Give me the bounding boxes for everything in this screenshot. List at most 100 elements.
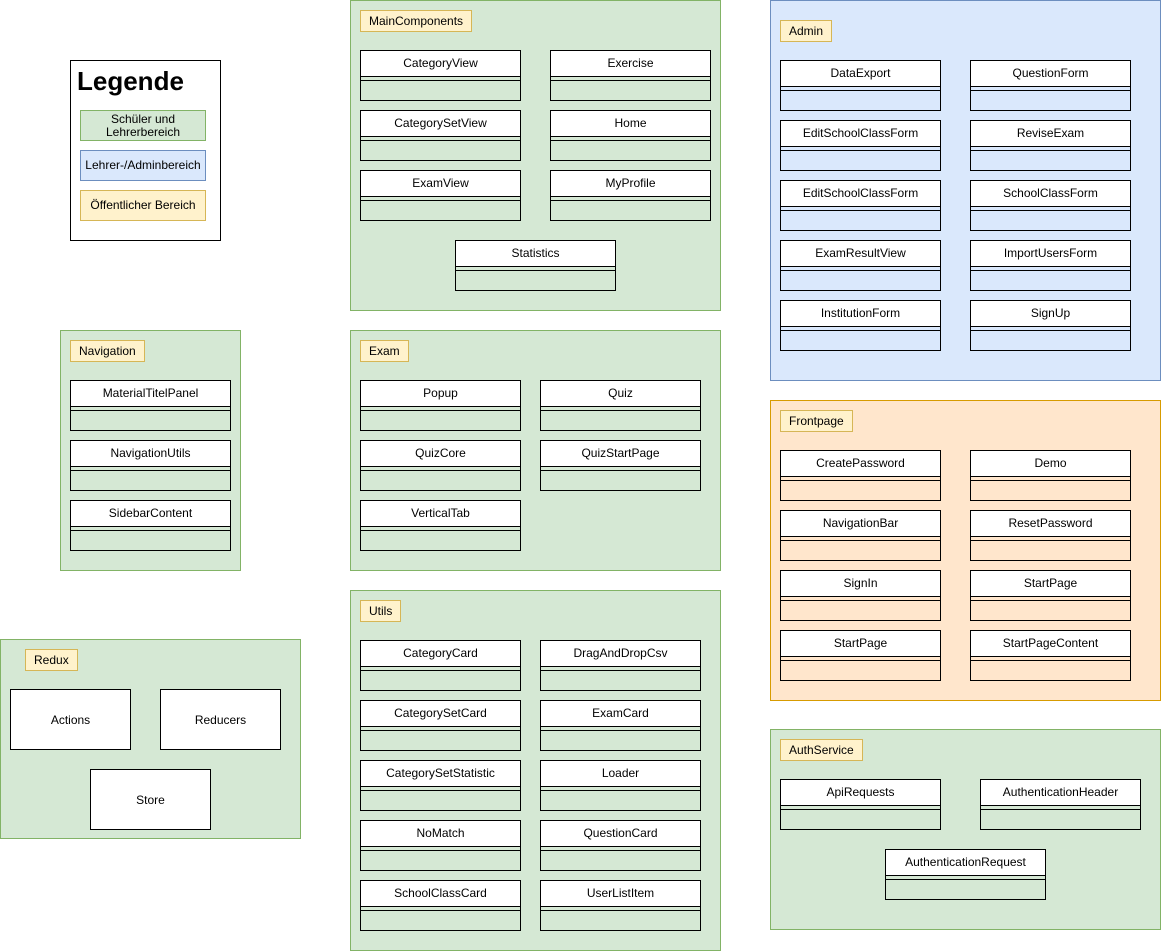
class-name: QuizStartPage xyxy=(541,441,700,467)
class-box: CategorySetCard xyxy=(360,700,521,751)
class-name: Popup xyxy=(361,381,520,407)
class-box: ExamCard xyxy=(540,700,701,751)
redux-reducers-box: Reducers xyxy=(160,689,281,750)
class-name: EditSchoolClassForm xyxy=(781,121,940,147)
class-box: NavigationUtils xyxy=(70,440,231,491)
class-box: SchoolClassCard xyxy=(360,880,521,931)
class-name: SignIn xyxy=(781,571,940,597)
class-box: StartPage xyxy=(780,630,941,681)
class-name: SchoolClassForm xyxy=(971,181,1130,207)
legend-item-teacher-admin: Lehrer-/Adminbereich xyxy=(80,150,206,181)
class-box: NoMatch xyxy=(360,820,521,871)
group-label-navigation: Navigation xyxy=(70,340,145,362)
redux-store-box: Store xyxy=(90,769,211,830)
class-name: DragAndDropCsv xyxy=(541,641,700,667)
class-name: QuestionForm xyxy=(971,61,1130,87)
class-name: EditSchoolClassForm xyxy=(781,181,940,207)
class-name: ImportUsersForm xyxy=(971,241,1130,267)
class-box: ImportUsersForm xyxy=(970,240,1131,291)
class-name: StartPageContent xyxy=(971,631,1130,657)
class-name: SignUp xyxy=(971,301,1130,327)
class-name: Quiz xyxy=(541,381,700,407)
class-box: InstitutionForm xyxy=(780,300,941,351)
class-box: Home xyxy=(550,110,711,161)
class-name: UserListItem xyxy=(541,881,700,907)
class-box: StartPageContent xyxy=(970,630,1131,681)
redux-actions-box: Actions xyxy=(10,689,131,750)
class-name: NavigationUtils xyxy=(71,441,230,467)
class-box: AuthenticationHeader xyxy=(980,779,1141,830)
class-name: CategorySetCard xyxy=(361,701,520,727)
class-name: NavigationBar xyxy=(781,511,940,537)
group-label-frontpage: Frontpage xyxy=(780,410,853,432)
group-label-utils: Utils xyxy=(360,600,402,622)
class-name: QuizCore xyxy=(361,441,520,467)
class-box: NavigationBar xyxy=(780,510,941,561)
class-name: ExamResultView xyxy=(781,241,940,267)
class-name: VerticalTab xyxy=(361,501,520,527)
group-label-auth-service: AuthService xyxy=(780,739,863,761)
class-box: StartPage xyxy=(970,570,1131,621)
class-name: InstitutionForm xyxy=(781,301,940,327)
class-name: AuthenticationHeader xyxy=(981,780,1140,806)
class-box: CreatePassword xyxy=(780,450,941,501)
class-name: MaterialTitelPanel xyxy=(71,381,230,407)
class-name: ExamCard xyxy=(541,701,700,727)
class-name: ApiRequests xyxy=(781,780,940,806)
class-name: MyProfile xyxy=(551,171,710,197)
class-box: ExamView xyxy=(360,170,521,221)
class-name: ExamView xyxy=(361,171,520,197)
class-box: Popup xyxy=(360,380,521,431)
class-box: VerticalTab xyxy=(360,500,521,551)
class-box: Quiz xyxy=(540,380,701,431)
class-box: CategorySetView xyxy=(360,110,521,161)
class-box: UserListItem xyxy=(540,880,701,931)
legend-item-public: Öffentlicher Bereich xyxy=(80,190,206,221)
class-name: NoMatch xyxy=(361,821,520,847)
class-name: AuthenticationRequest xyxy=(886,850,1045,876)
class-box: QuizCore xyxy=(360,440,521,491)
class-box: Exercise xyxy=(550,50,711,101)
class-box: DataExport xyxy=(780,60,941,111)
class-name: CategorySetStatistic xyxy=(361,761,520,787)
class-box: AuthenticationRequest xyxy=(885,849,1046,900)
class-name: QuestionCard xyxy=(541,821,700,847)
class-name: ResetPassword xyxy=(971,511,1130,537)
class-name: StartPage xyxy=(781,631,940,657)
class-name: SidebarContent xyxy=(71,501,230,527)
class-box: EditSchoolClassForm xyxy=(780,120,941,171)
class-name: SchoolClassCard xyxy=(361,881,520,907)
class-box: Demo xyxy=(970,450,1131,501)
class-box: QuestionForm xyxy=(970,60,1131,111)
class-box: ResetPassword xyxy=(970,510,1131,561)
group-label-redux: Redux xyxy=(25,649,78,671)
class-box: SignUp xyxy=(970,300,1131,351)
group-label-main-components: MainComponents xyxy=(360,10,473,32)
class-name: StartPage xyxy=(971,571,1130,597)
class-name: CategoryView xyxy=(361,51,520,77)
class-name: CategoryCard xyxy=(361,641,520,667)
class-box: QuizStartPage xyxy=(540,440,701,491)
class-box: DragAndDropCsv xyxy=(540,640,701,691)
class-box: ApiRequests xyxy=(780,779,941,830)
group-label-exam: Exam xyxy=(360,340,409,362)
class-box: ReviseExam xyxy=(970,120,1131,171)
class-box: CategorySetStatistic xyxy=(360,760,521,811)
class-name: CreatePassword xyxy=(781,451,940,477)
class-name: Loader xyxy=(541,761,700,787)
class-box: MyProfile xyxy=(550,170,711,221)
class-box: QuestionCard xyxy=(540,820,701,871)
class-name: Statistics xyxy=(456,241,615,267)
class-box: SchoolClassForm xyxy=(970,180,1131,231)
class-box: CategoryCard xyxy=(360,640,521,691)
legend-item-student-teacher: Schüler und Lehrerbereich xyxy=(80,110,206,141)
legend: Legende Schüler und Lehrerbereich Lehrer… xyxy=(70,60,221,241)
class-box: Loader xyxy=(540,760,701,811)
class-box: EditSchoolClassForm xyxy=(780,180,941,231)
class-box: Statistics xyxy=(455,240,616,291)
class-box: CategoryView xyxy=(360,50,521,101)
class-name: CategorySetView xyxy=(361,111,520,137)
class-box: MaterialTitelPanel xyxy=(70,380,231,431)
class-name: Exercise xyxy=(551,51,710,77)
group-label-admin: Admin xyxy=(780,20,833,42)
